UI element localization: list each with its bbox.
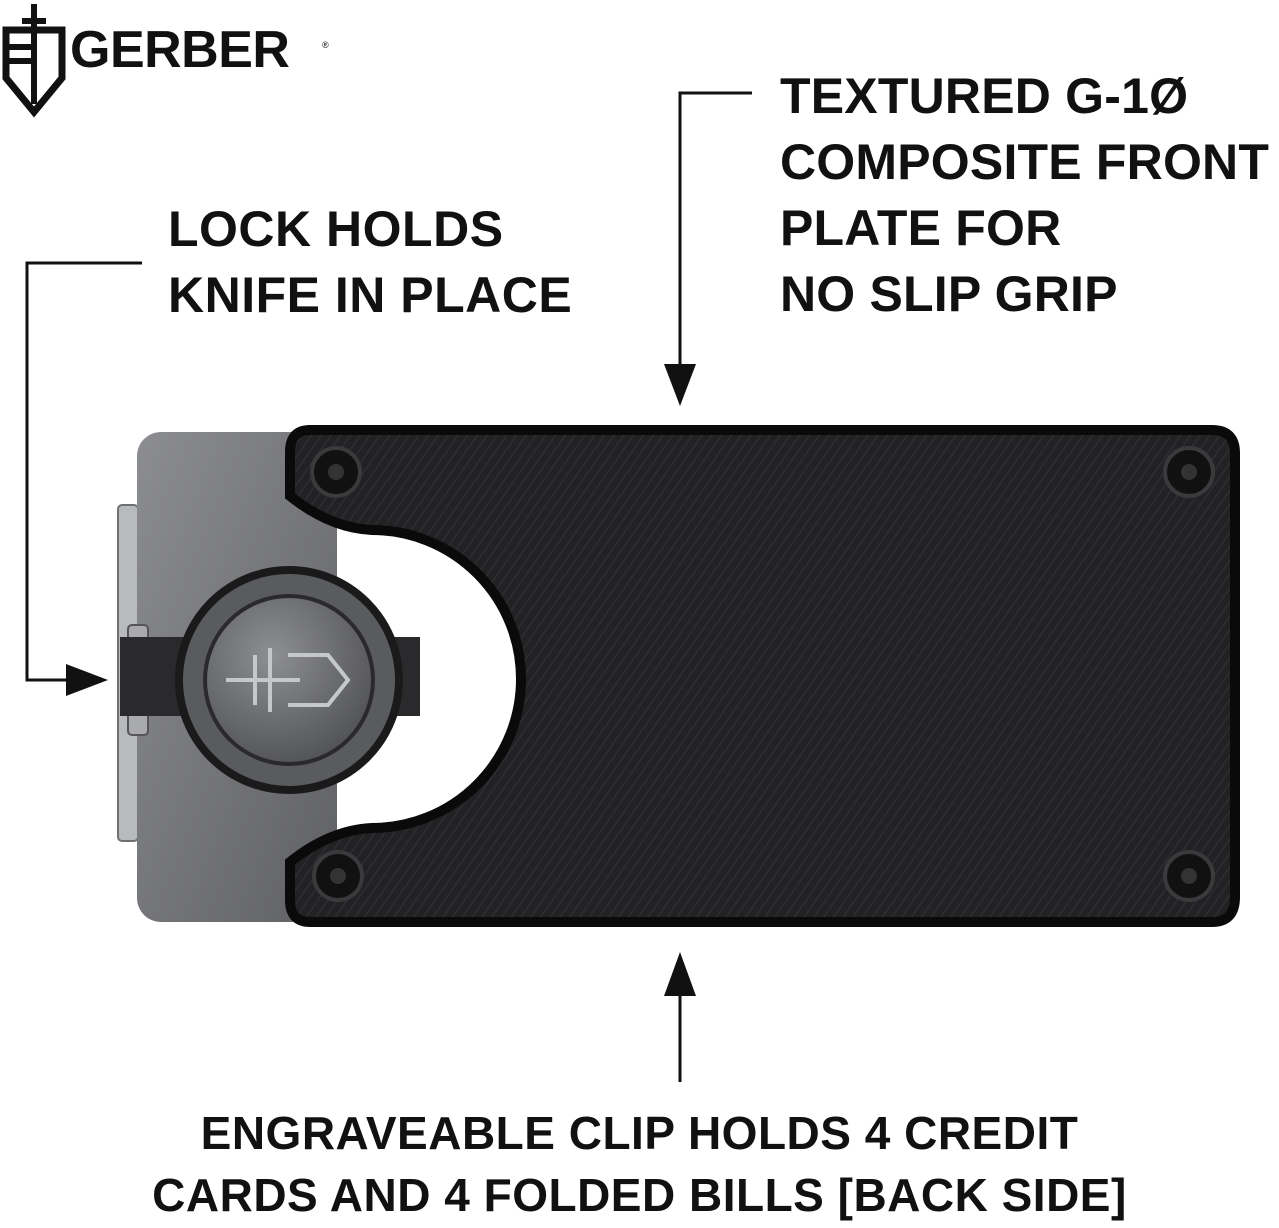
corner-screws — [310, 446, 1215, 902]
gerber-shield-sword-icon — [2, 4, 66, 118]
g10-front-plate — [285, 425, 1240, 927]
registered-mark: ® — [322, 40, 329, 50]
knife-lock — [120, 566, 420, 794]
front-plate-callout-line-4: NO SLIP GRIP — [780, 266, 1118, 322]
clip-callout-line-2: CARDS AND 4 FOLDED BILLS [BACK SIDE] — [152, 1169, 1127, 1221]
brand-wordmark: GERBER — [70, 21, 290, 79]
lock-logo-engraving-icon — [226, 648, 351, 712]
clip-leader-arrow — [664, 952, 696, 1082]
front-plate-callout-line-3: PLATE FOR — [780, 200, 1062, 256]
front-plate-leader-arrow — [664, 91, 752, 406]
front-plate-callout: TEXTURED G-1Ø COMPOSITE FRONT PLATE FOR … — [780, 63, 1269, 327]
clip-callout-line-1: ENGRAVEABLE CLIP HOLDS 4 CREDIT — [200, 1107, 1079, 1159]
lock-callout-line-1: LOCK HOLDS — [168, 201, 504, 257]
front-plate-callout-line-1: TEXTURED G-1Ø — [780, 68, 1189, 124]
clip-callout: ENGRAVEABLE CLIP HOLDS 4 CREDIT CARDS AN… — [0, 1102, 1279, 1226]
lock-callout: LOCK HOLDS KNIFE IN PLACE — [168, 196, 572, 328]
lock-callout-line-2: KNIFE IN PLACE — [168, 267, 573, 323]
lock-leader-arrow — [25, 261, 142, 696]
front-plate-callout-line-2: COMPOSITE FRONT — [780, 134, 1270, 190]
